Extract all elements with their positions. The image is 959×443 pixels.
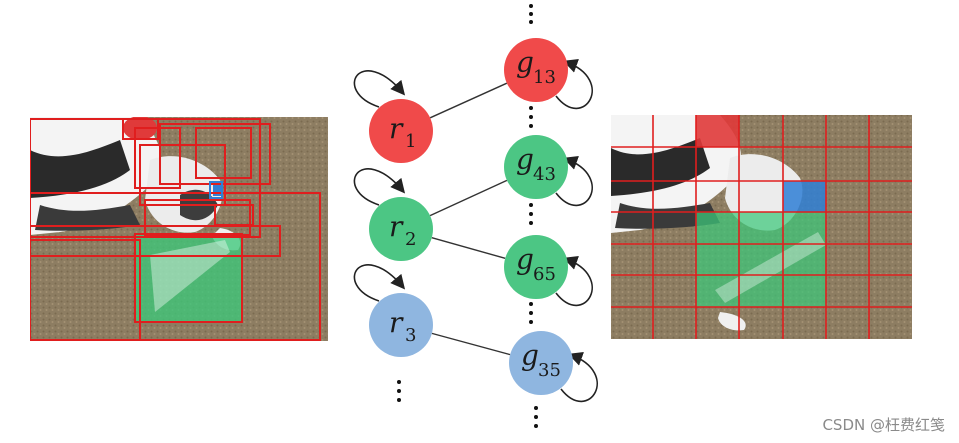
grid-lines: [611, 115, 912, 339]
self-loop-g35: [560, 352, 598, 403]
ellipsis-dot: [529, 212, 533, 216]
ellipsis-dot: [529, 203, 533, 207]
grid-cell-green-region: [696, 212, 826, 307]
ellipsis-dot: [529, 115, 533, 119]
grid-cell-g13: [696, 115, 739, 147]
ellipsis-dot: [529, 20, 533, 24]
node-circle: [504, 135, 568, 199]
grid-cell-g35: [783, 181, 826, 212]
right-image-grid: [611, 115, 912, 339]
node-label: g: [516, 46, 534, 79]
ellipsis-dot: [534, 406, 538, 410]
edge-r2-g43: [429, 179, 508, 217]
self-loop-r1: [353, 70, 406, 108]
self-loop-r2: [353, 168, 406, 206]
edge-r1-g13: [429, 82, 508, 119]
ellipsis-dot: [529, 106, 533, 110]
ellipsis-dot: [397, 398, 401, 402]
node-subscript: 35: [538, 360, 561, 381]
graph-edges: [429, 82, 511, 356]
self-loop-g43: [555, 156, 593, 207]
node-label: r: [389, 306, 404, 339]
self-loop-g65: [555, 256, 593, 307]
node-circle: [369, 197, 433, 261]
ellipsis-dot: [529, 302, 533, 306]
node-subscript: 13: [533, 67, 556, 88]
node-circle: [504, 235, 568, 299]
node-subscript: 65: [533, 264, 556, 285]
ellipsis-dots: [397, 4, 538, 428]
node-circle: [509, 331, 573, 395]
edge-r3-g35: [431, 332, 511, 356]
ellipsis-dot: [534, 424, 538, 428]
node-circle: [369, 293, 433, 357]
ellipsis-dot: [529, 221, 533, 225]
node-label: g: [516, 243, 534, 276]
left-image-region-proposals: [30, 117, 328, 341]
node-subscript: 3: [405, 325, 416, 346]
node-label: r: [389, 112, 404, 145]
node-subscript: 43: [533, 164, 556, 185]
ellipsis-dot: [397, 380, 401, 384]
node-label: g: [516, 143, 534, 176]
watermark: CSDN @枉费红笺: [822, 416, 945, 434]
node-subscript: 2: [405, 229, 416, 250]
proposal-boxes: [30, 118, 321, 341]
ellipsis-dot: [529, 311, 533, 315]
edge-r2-g65: [431, 236, 506, 260]
ellipsis-dot: [534, 415, 538, 419]
ellipsis-dot: [529, 12, 533, 16]
node-circle: [369, 99, 433, 163]
ellipsis-dot: [397, 389, 401, 393]
self-loop-r3: [353, 264, 406, 302]
node-label: g: [521, 339, 539, 372]
self-loop-g13: [555, 59, 593, 110]
node-circle: [504, 38, 568, 102]
self-loops: [353, 59, 598, 403]
node-subscript: 1: [405, 131, 416, 152]
remote-region-green: [135, 234, 242, 322]
ellipsis-dot: [529, 4, 533, 8]
ellipsis-dot: [529, 320, 533, 324]
ellipsis-dot: [529, 124, 533, 128]
node-label: r: [389, 210, 404, 243]
